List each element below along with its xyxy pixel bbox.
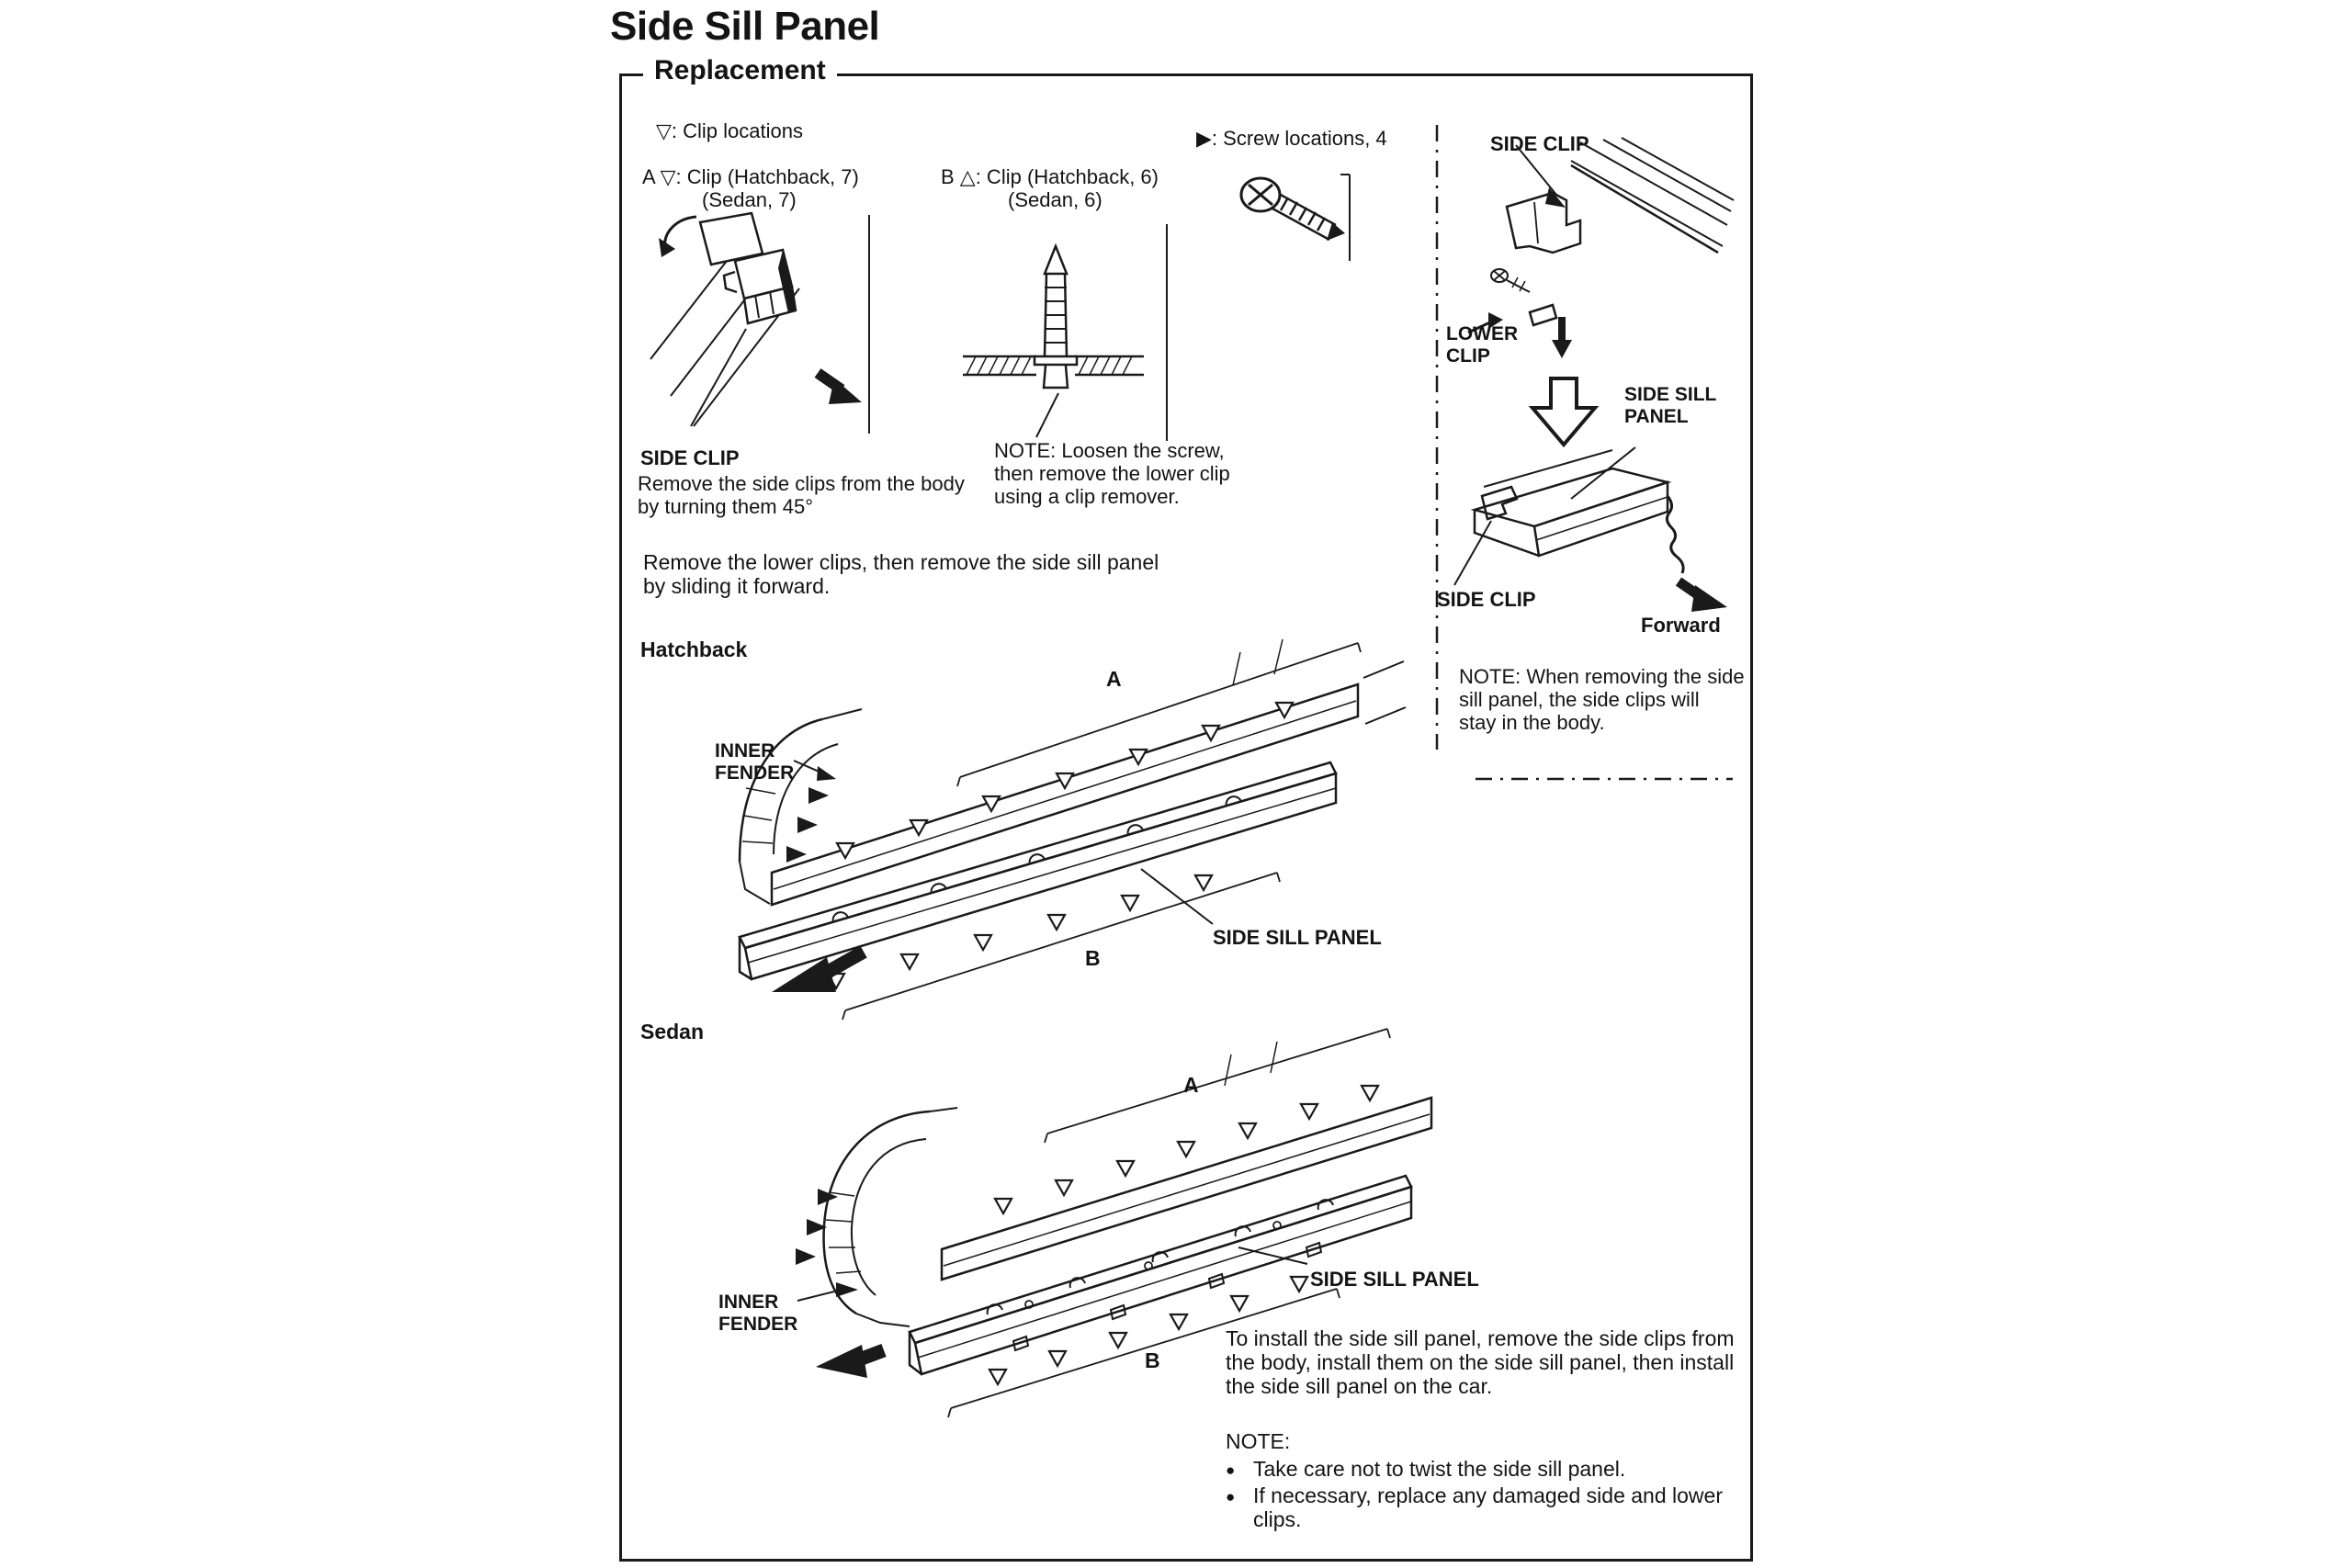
hatchback-heading: Hatchback [640, 637, 748, 661]
legend-screw-locations: ▶: Screw locations, 4 [1196, 127, 1387, 150]
section-label: Replacement [643, 55, 837, 86]
detail-note: NOTE: When removing the side sill panel,… [1459, 665, 1745, 734]
sedan-diagram [796, 1028, 1433, 1418]
legend-clip-a-line2: (Sedan, 7) [702, 188, 797, 211]
side-sill-slide-illustration [1453, 446, 1727, 612]
down-direction-arrow-icon [1528, 377, 1600, 448]
sedan-marker-b: B [1145, 1348, 1160, 1372]
side-sill-line2: PANEL [1624, 406, 1689, 427]
detail-note-line2: sill panel, the side clips will [1459, 688, 1700, 711]
install-line3: the side sill panel on the car. [1226, 1374, 1493, 1398]
sedan-inner-fender-label: INNER FENDER [718, 1292, 797, 1336]
inner-fender-line2: FENDER [718, 1314, 798, 1335]
legend-clip-b-line2: (Sedan, 6) [1008, 188, 1102, 211]
lower-clip-note: NOTE: Loosen the screw, then remove the … [994, 439, 1230, 508]
install-note-heading: NOTE: [1226, 1429, 1291, 1453]
detail-note-line3: stay in the body. [1459, 711, 1605, 734]
replacement-frame [619, 73, 1753, 1562]
inner-fender-line1: INNER [715, 740, 775, 761]
rotate-arrow-icon [663, 215, 697, 249]
lower-clip-illustration [963, 224, 1168, 441]
screw-icon [1239, 174, 1351, 261]
detail-panel-separator [1435, 125, 1733, 781]
hatchback-marker-a: A [1106, 667, 1122, 691]
install-bullet-2: If necessary, replace any damaged side a… [1226, 1483, 1726, 1531]
hatchback-diagram [738, 638, 1407, 1021]
side-clip-callout-label: SIDE CLIP [640, 446, 740, 469]
side-clip-callout-line2: by turning them 45° [638, 495, 814, 518]
side-clip-illustration [650, 211, 870, 434]
sedan-heading: Sedan [640, 1020, 705, 1043]
lower-clip-line2: CLIP [1446, 345, 1490, 367]
legend-clip-locations: ▽: Clip locations [656, 119, 803, 142]
install-line1: To install the side sill panel, remove t… [1226, 1326, 1735, 1350]
side-clip-removal-illustration [1467, 137, 1735, 358]
inner-fender-line1: INNER [718, 1292, 779, 1313]
removal-instruction-line1: Remove the lower clips, then remove the … [643, 550, 1159, 574]
page-title: Side Sill Panel [610, 4, 880, 49]
lower-clip-note-line2: then remove the lower clip [994, 462, 1230, 485]
sedan-panel-label: SIDE SILL PANEL [1310, 1268, 1479, 1291]
install-line2: the body, install them on the side sill … [1226, 1350, 1735, 1374]
detail-lower-clip-label: LOWER CLIP [1446, 323, 1518, 367]
hatchback-inner-fender-label: INNER FENDER [715, 740, 794, 784]
detail-side-clip-bottom-label: SIDE CLIP [1437, 588, 1536, 611]
detail-note-line1: NOTE: When removing the side [1459, 665, 1745, 688]
detail-side-clip-top-label: SIDE CLIP [1490, 132, 1589, 155]
fender-clip-arrows-icon [796, 1189, 838, 1265]
lower-clip-line1: LOWER [1446, 323, 1519, 344]
sedan-marker-a: A [1183, 1073, 1199, 1097]
install-bullet-1: Take care not to twist the side sill pan… [1226, 1457, 1726, 1483]
legend-clip-b-line1: B △: Clip (Hatchback, 6) [941, 165, 1159, 188]
hatchback-marker-b: B [1085, 946, 1101, 970]
side-sill-line1: SIDE SILL [1624, 384, 1717, 405]
lower-clip-note-line1: NOTE: Loosen the screw, [994, 439, 1225, 462]
forward-label: Forward [1641, 614, 1721, 637]
hatchback-panel-label: SIDE SILL PANEL [1213, 926, 1382, 949]
install-note-list: Take care not to twist the side sill pan… [1226, 1457, 1726, 1531]
lower-clip-note-line3: using a clip remover. [994, 485, 1180, 508]
side-clip-callout-line1: Remove the side clips from the body [638, 472, 965, 495]
fender-clip-arrows-icon [786, 787, 829, 863]
detail-side-sill-label: SIDE SILL PANEL [1624, 384, 1716, 428]
inner-fender-line2: FENDER [715, 762, 795, 784]
removal-instruction-line2: by sliding it forward. [643, 574, 831, 598]
legend-clip-a-line1: A ▽: Clip (Hatchback, 7) [642, 165, 859, 188]
install-instructions: To install the side sill panel, remove t… [1226, 1326, 1735, 1398]
